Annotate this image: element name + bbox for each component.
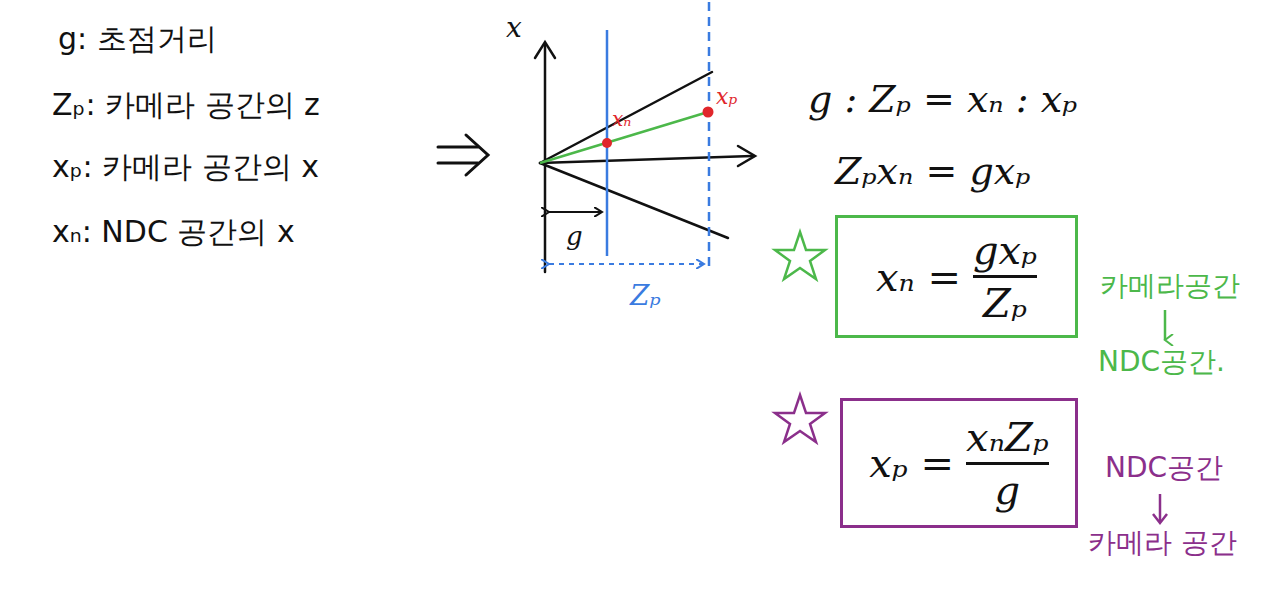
ndc-point <box>602 138 612 148</box>
fraction-bar <box>973 275 1037 278</box>
depth-dimension <box>549 263 704 265</box>
direction-arrow <box>1153 514 1167 523</box>
implies-arrow <box>438 135 488 175</box>
definition: Zₚ: 카메라 공간의 z <box>52 88 320 123</box>
point-label: xₚ <box>716 84 737 109</box>
definition: xₙ: NDC 공간의 x <box>52 215 295 250</box>
equation: Zₚxₙ = gxₚ <box>835 150 1030 194</box>
fraction: xₙZₚ g <box>966 415 1049 512</box>
star-mark <box>775 232 825 279</box>
fraction: gxₚZₚ <box>973 228 1037 325</box>
space-note: 카메라 공간 <box>1088 527 1237 559</box>
fraction-bar <box>966 462 1049 465</box>
equation: g : Zₚ = xₙ : xₚ <box>808 78 1077 122</box>
space-note: 카메라공간 <box>1100 270 1240 302</box>
direction-arrow <box>1159 494 1162 522</box>
frustum-edge <box>540 72 712 163</box>
star-mark <box>775 395 825 442</box>
dimension-label: Zₚ <box>630 280 661 312</box>
point-plane <box>708 2 711 270</box>
axis-label: x <box>506 12 522 44</box>
focal-dimension <box>549 211 602 213</box>
space-note: NDC공간 <box>1105 452 1223 484</box>
denominator: g <box>995 468 1021 512</box>
camera-point <box>703 107 714 118</box>
axis-arrowhead <box>738 146 755 166</box>
point-label: xₙ <box>612 108 631 131</box>
space-note: NDC공간. <box>1098 346 1225 378</box>
direction-arrow <box>1164 310 1167 340</box>
denominator: Zₚ <box>983 281 1027 325</box>
z-axis <box>540 156 752 163</box>
definition: g: 초점거리 <box>58 22 217 57</box>
axis-arrowhead <box>535 42 555 58</box>
numerator: gxₚ <box>973 228 1037 272</box>
dimension-label: g <box>566 222 583 252</box>
formula-lhs: xₙ = <box>876 255 961 299</box>
formula-lhs: xₚ = <box>869 441 954 485</box>
definition: xₚ: 카메라 공간의 x <box>52 150 319 185</box>
formula-box: xₚ = xₙZₚ g <box>840 398 1078 528</box>
formula-box: xₙ = gxₚZₚ <box>835 215 1078 338</box>
numerator: xₙZₚ <box>966 415 1049 459</box>
